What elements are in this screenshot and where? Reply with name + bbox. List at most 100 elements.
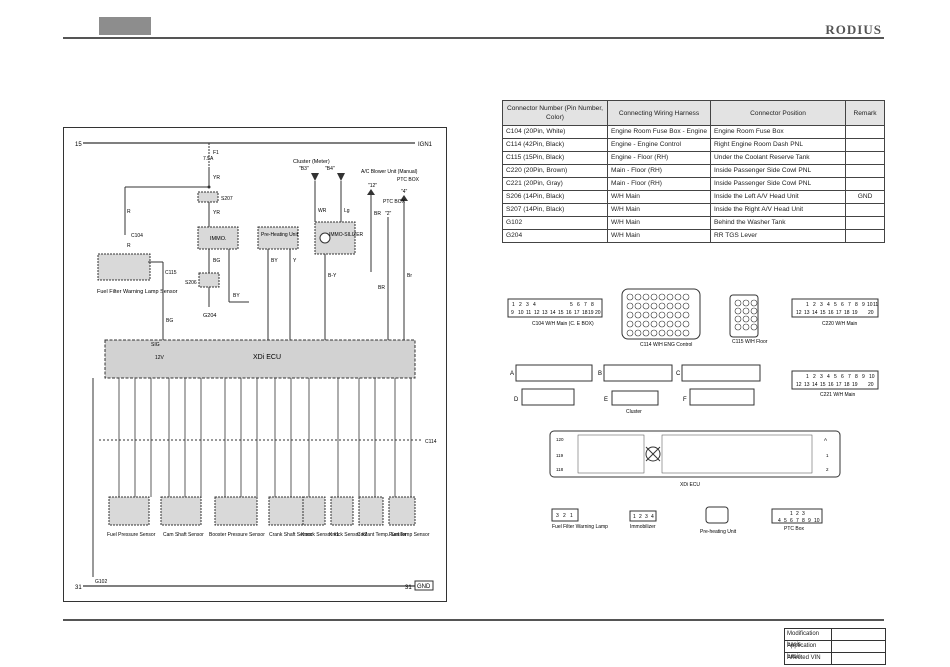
svg-text:2: 2 bbox=[826, 467, 829, 472]
ac-blower-label: A/C Blower Unit (Manual) bbox=[361, 169, 418, 175]
svg-text:4: 4 bbox=[827, 374, 830, 380]
svg-text:8: 8 bbox=[855, 374, 858, 380]
svg-text:BG: BG bbox=[166, 318, 173, 324]
sensor-fuel-temp: Fuel Temp Sensor bbox=[389, 532, 430, 538]
svg-text:10: 10 bbox=[867, 302, 873, 308]
svg-text:Br: Br bbox=[407, 273, 412, 279]
sensor-knock-1: Knock Sensor #1 bbox=[301, 532, 339, 538]
svg-text:12: 12 bbox=[796, 310, 802, 316]
svg-text:PTC Box: PTC Box bbox=[784, 526, 805, 532]
svg-text:2: 2 bbox=[519, 302, 522, 308]
svg-text:R: R bbox=[127, 243, 131, 249]
g102-label: G102 bbox=[95, 579, 107, 585]
wiring-schematic: 15 IGN1 F1 7.5A YR R R S207 YR IMMO. BG … bbox=[63, 127, 447, 602]
svg-text:9: 9 bbox=[862, 374, 865, 380]
svg-text:2: 2 bbox=[813, 374, 816, 380]
application-basis-label: Application basis bbox=[785, 641, 832, 660]
svg-text:8: 8 bbox=[591, 302, 594, 308]
fuse-id: F1 bbox=[213, 150, 219, 156]
svg-text:7: 7 bbox=[848, 302, 851, 308]
svg-text:7: 7 bbox=[584, 302, 587, 308]
svg-text:"12": "12" bbox=[368, 183, 377, 189]
table-row: C220 (20Pin, Brown)Main - Floor (RH)Insi… bbox=[502, 164, 885, 178]
connector-table: Connector Number (Pin Number, Color) Con… bbox=[502, 100, 885, 243]
svg-text:13: 13 bbox=[804, 382, 810, 388]
cluster-label: Cluster (Meter) bbox=[293, 159, 330, 165]
svg-text:C115: C115 bbox=[165, 270, 177, 276]
svg-text:19: 19 bbox=[852, 310, 858, 316]
svg-text:Lg: Lg bbox=[344, 208, 350, 214]
svg-text:15: 15 bbox=[820, 382, 826, 388]
svg-text:120: 120 bbox=[556, 437, 564, 442]
svg-text:Fuel Filter Warning Lamp: Fuel Filter Warning Lamp bbox=[552, 524, 608, 530]
svg-text:1: 1 bbox=[806, 374, 809, 380]
svg-text:1: 1 bbox=[633, 514, 636, 520]
svg-text:SIG: SIG bbox=[151, 342, 160, 348]
svg-text:11: 11 bbox=[526, 310, 531, 316]
svg-text:3: 3 bbox=[645, 514, 648, 520]
immo-label: IMMO. bbox=[210, 236, 227, 242]
svg-text:C114 W/H ENG Control: C114 W/H ENG Control bbox=[640, 342, 692, 348]
svg-text:Immobilizer: Immobilizer bbox=[630, 524, 656, 530]
svg-text:2: 2 bbox=[813, 302, 816, 308]
svg-text:5: 5 bbox=[784, 518, 787, 524]
svg-text:C104: C104 bbox=[131, 233, 143, 239]
connector-c115: C115 W/H Floor bbox=[729, 294, 768, 345]
ecu-title: XDi ECU bbox=[253, 354, 281, 361]
svg-text:20: 20 bbox=[868, 310, 874, 316]
ptc-box-label: PTC BOX bbox=[397, 177, 420, 183]
svg-text:12: 12 bbox=[796, 382, 802, 388]
svg-text:WR: WR bbox=[318, 208, 327, 214]
svg-text:13: 13 bbox=[542, 310, 548, 316]
connector-cluster: A B C D E F Cluster bbox=[510, 364, 761, 415]
revision-box: Modification basis Application basis Aff… bbox=[784, 628, 886, 665]
svg-text:4: 4 bbox=[827, 302, 830, 308]
svg-text:118: 118 bbox=[556, 467, 564, 472]
fuse-amp: 7.5A bbox=[203, 156, 214, 162]
header-rule bbox=[63, 37, 884, 39]
connector-fuel-filter-lamp: 3 2 1 Fuel Filter Warning Lamp bbox=[551, 508, 608, 530]
svg-text:7: 7 bbox=[848, 374, 851, 380]
g204-label: G204 bbox=[203, 313, 216, 319]
svg-text:3: 3 bbox=[820, 374, 823, 380]
col-connector-number: Connector Number (Pin Number, Color) bbox=[502, 100, 608, 126]
svg-text:2: 2 bbox=[796, 511, 799, 517]
svg-text:10: 10 bbox=[518, 310, 524, 316]
svg-text:20: 20 bbox=[868, 382, 874, 388]
svg-text:8: 8 bbox=[802, 518, 805, 524]
sensor-booster-pressure: Booster Pressure Sensor bbox=[209, 532, 265, 538]
svg-text:1: 1 bbox=[570, 513, 573, 519]
svg-text:15: 15 bbox=[820, 310, 826, 316]
svg-text:7: 7 bbox=[796, 518, 799, 524]
col-position: Connector Position bbox=[710, 100, 847, 126]
svg-text:BY: BY bbox=[271, 258, 278, 264]
section-tab bbox=[99, 17, 151, 35]
svg-text:Pre-heating Unit: Pre-heating Unit bbox=[700, 529, 737, 535]
svg-text:5: 5 bbox=[834, 374, 837, 380]
svg-text:14: 14 bbox=[550, 310, 556, 316]
rail-top-left: 15 bbox=[75, 142, 82, 148]
table-row: C115 (15Pin, Black)Engine - Floor (RH)Un… bbox=[502, 151, 885, 165]
immosilizer-label: IMMO-SILIZER bbox=[329, 232, 364, 238]
svg-text:19: 19 bbox=[852, 382, 858, 388]
svg-text:1: 1 bbox=[512, 302, 515, 308]
svg-text:C114: C114 bbox=[425, 439, 437, 445]
svg-text:3: 3 bbox=[820, 302, 823, 308]
svg-text:Y: Y bbox=[293, 258, 297, 264]
col-harness: Connecting Wiring Harness bbox=[606, 100, 712, 126]
svg-text:S206: S206 bbox=[185, 280, 197, 286]
svg-text:4: 4 bbox=[651, 514, 654, 520]
fuel-filter-label: Fuel Filter Warning Lamp Sensor bbox=[97, 289, 178, 295]
svg-text:PTC BOX: PTC BOX bbox=[383, 199, 406, 205]
svg-text:19: 19 bbox=[588, 310, 594, 316]
connector-ptc-box: 1 2 3 4 5 6 7 8 9 10 PTC Box bbox=[771, 508, 823, 532]
svg-text:XDi ECU: XDi ECU bbox=[680, 482, 700, 488]
svg-text:16: 16 bbox=[828, 382, 834, 388]
svg-text:BR: BR bbox=[378, 285, 385, 291]
svg-text:C104 W/H Main (C. E BOX): C104 W/H Main (C. E BOX) bbox=[532, 321, 594, 327]
